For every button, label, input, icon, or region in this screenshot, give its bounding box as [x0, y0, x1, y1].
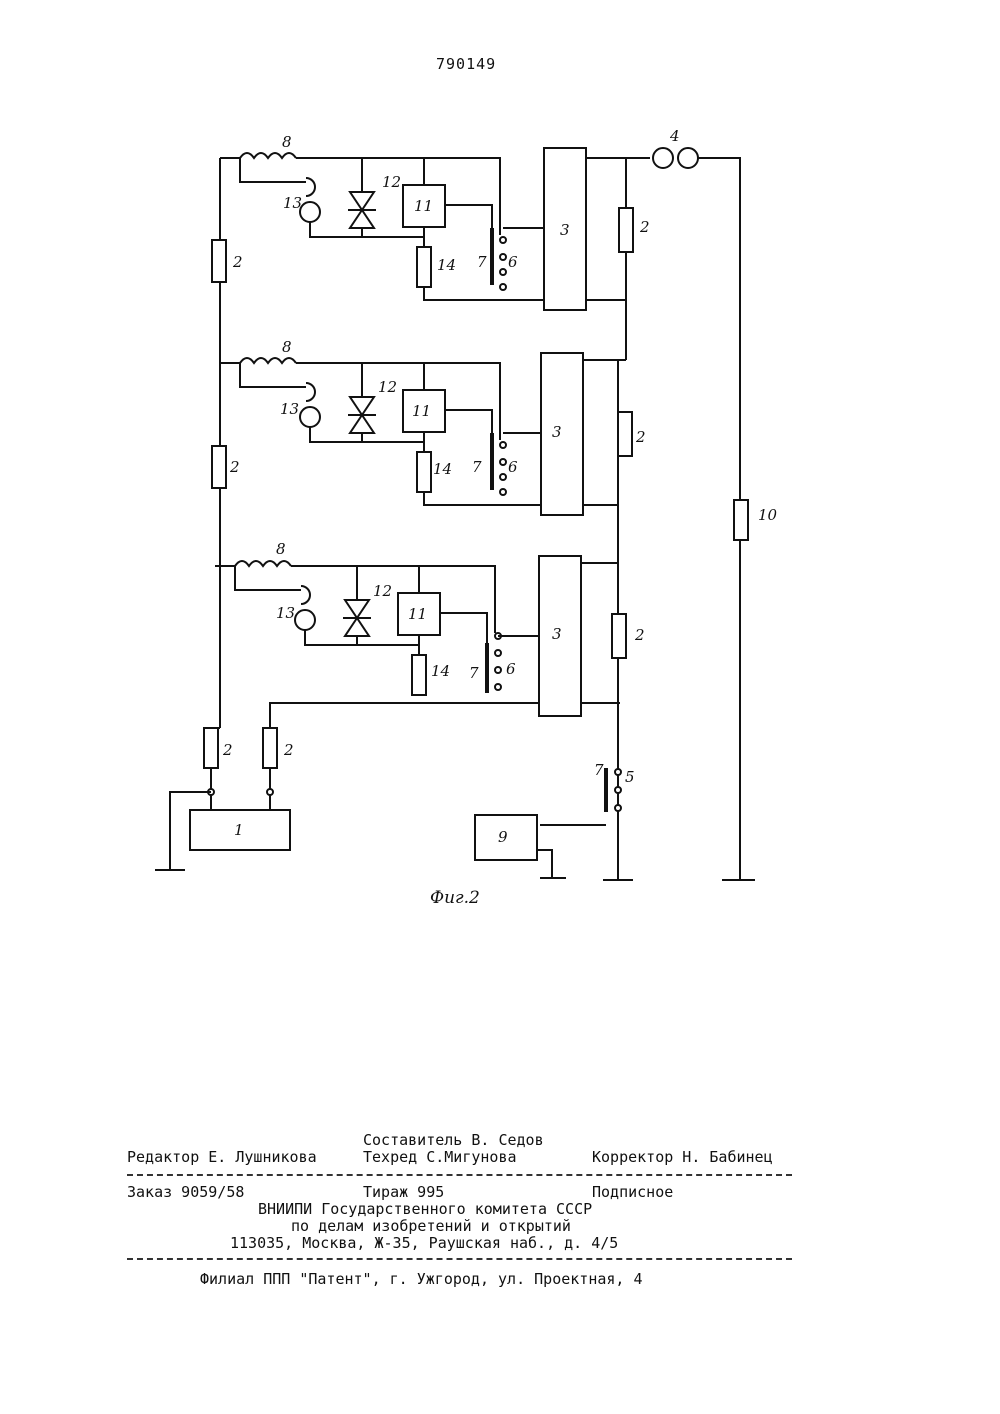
svg-text:6: 6 — [506, 660, 516, 678]
order: Заказ 9059/58 — [127, 1183, 244, 1201]
divider-1 — [127, 1174, 792, 1176]
tech-editor: Техред С.Мигунова — [363, 1148, 517, 1166]
resistor-2-right-1 — [619, 208, 633, 252]
svg-text:6: 6 — [508, 458, 518, 476]
corrector: Корректор Н. Бабинец — [592, 1148, 773, 1166]
org-line-1: ВНИИПИ Государственного комитета СССР — [258, 1200, 592, 1218]
svg-text:2: 2 — [639, 218, 650, 236]
svg-text:13: 13 — [276, 604, 295, 622]
svg-text:2: 2 — [229, 458, 240, 476]
svg-text:8: 8 — [276, 540, 286, 558]
svg-text:2: 2 — [283, 741, 294, 759]
svg-text:14: 14 — [437, 256, 456, 274]
circulation: Тираж 995 — [363, 1183, 444, 1201]
svg-text:2: 2 — [635, 428, 646, 446]
org-line-2: по делам изобретений и открытий — [291, 1217, 571, 1235]
svg-text:8: 8 — [282, 338, 292, 356]
svg-text:7: 7 — [472, 458, 482, 476]
svg-text:2: 2 — [634, 626, 645, 644]
svg-text:3: 3 — [552, 625, 562, 643]
svg-text:11: 11 — [412, 402, 431, 420]
svg-text:2: 2 — [222, 741, 233, 759]
svg-text:5: 5 — [625, 768, 635, 786]
resistor-2-left-1 — [212, 240, 226, 282]
svg-text:7: 7 — [469, 664, 479, 682]
circuit-diagram: 8 8 8 12 12 12 13 13 13 11 11 11 14 14 1… — [0, 0, 1000, 920]
resistor-2-left-2 — [212, 446, 226, 488]
svg-text:1: 1 — [234, 821, 244, 839]
svg-text:13: 13 — [283, 194, 302, 212]
svg-text:13: 13 — [280, 400, 299, 418]
svg-text:3: 3 — [560, 221, 570, 239]
resistor-10 — [734, 500, 748, 540]
resistor-2-bottom-a — [204, 728, 218, 768]
svg-text:12: 12 — [373, 582, 392, 600]
svg-text:11: 11 — [414, 197, 433, 215]
svg-text:14: 14 — [431, 662, 450, 680]
editor: Редактор Е. Лушникова — [127, 1148, 317, 1166]
label-8: 8 — [282, 133, 292, 151]
svg-text:2: 2 — [232, 253, 243, 271]
svg-text:6: 6 — [508, 253, 518, 271]
branch: Филиал ППП "Патент", г. Ужгород, ул. Про… — [200, 1270, 643, 1288]
svg-text:9: 9 — [498, 828, 508, 846]
svg-text:12: 12 — [378, 378, 397, 396]
subscription: Подписное — [592, 1183, 673, 1201]
svg-text:14: 14 — [433, 460, 452, 478]
resistor-2-right-3 — [612, 614, 626, 658]
resistor-2-right-2 — [618, 412, 632, 456]
compiler: Составитель В. Седов — [363, 1131, 544, 1149]
figure-caption: Фиг.2 — [430, 888, 480, 908]
address: 113035, Москва, Ж-35, Раушская наб., д. … — [230, 1234, 618, 1252]
svg-text:11: 11 — [408, 605, 427, 623]
svg-text:7: 7 — [477, 253, 487, 271]
lamp-4b — [678, 148, 698, 168]
lamp-4a — [653, 148, 673, 168]
svg-text:4: 4 — [669, 127, 680, 145]
svg-text:12: 12 — [382, 173, 401, 191]
resistor-2-bottom-b — [263, 728, 277, 768]
svg-text:3: 3 — [552, 423, 562, 441]
svg-text:10: 10 — [758, 506, 778, 524]
svg-text:7: 7 — [594, 761, 604, 779]
divider-2 — [127, 1258, 792, 1260]
